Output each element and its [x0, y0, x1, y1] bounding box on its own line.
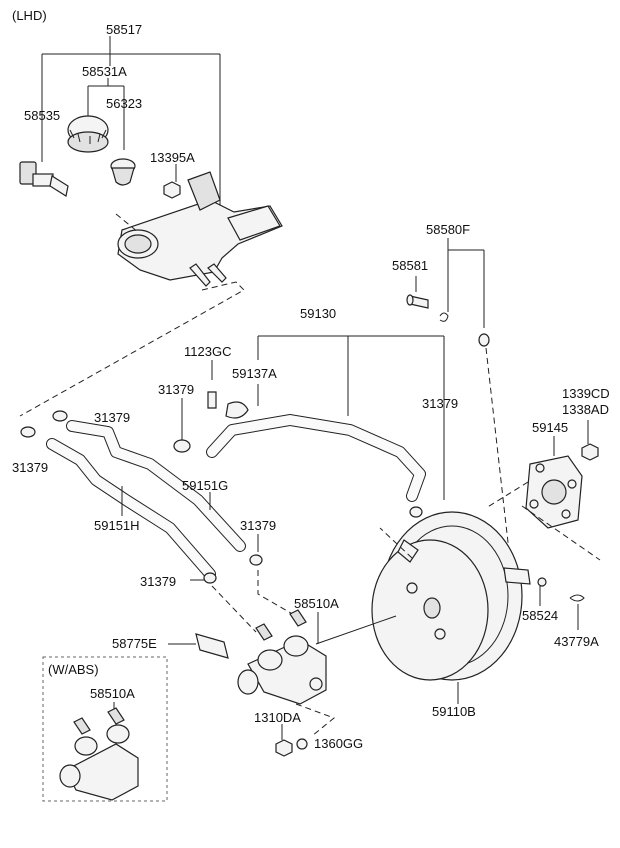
label-59110b: 59110B [432, 704, 476, 719]
reservoir-assembly [19, 36, 283, 417]
label-59151g: 59151G [182, 478, 228, 493]
label-1360gg: 1360GG [314, 736, 363, 751]
label-1338ad: 1338AD [562, 402, 609, 417]
label-43779a: 43779A [554, 634, 599, 649]
label-59151h: 59151H [94, 518, 140, 533]
label-58581: 58581 [392, 258, 428, 273]
label-58535: 58535 [24, 108, 60, 123]
label-1339cd: 1339CD [562, 386, 610, 401]
label-1123gc: 1123GC [184, 344, 231, 359]
clip-hose-g [249, 554, 263, 566]
washer [478, 333, 490, 347]
abs-inset [42, 656, 168, 802]
label-1310da: 1310DA [254, 710, 301, 725]
label-56323: 56323 [106, 96, 142, 111]
label-59145: 59145 [532, 420, 568, 435]
washer-1360gg [296, 738, 308, 750]
label-31379-b: 31379 [422, 396, 458, 411]
drive-side-label: (LHD) [12, 8, 47, 23]
nut-1310da [275, 739, 293, 757]
clip-hose-h [203, 572, 217, 584]
brake-hoses [20, 410, 297, 633]
hose-clamp-59137a [225, 401, 249, 419]
reservoir-cap [67, 115, 109, 153]
booster-gasket-area [485, 420, 601, 561]
label-58510a-abs: 58510A [90, 686, 135, 701]
label-58524: 58524 [522, 608, 558, 623]
nut-1339cd [581, 443, 599, 461]
reservoir-body [117, 171, 283, 287]
level-sensor [19, 161, 69, 197]
reservoir-strainer [110, 158, 136, 186]
pin-43779a [569, 594, 585, 602]
hose-clip-a [173, 439, 191, 453]
brake-booster [315, 511, 585, 704]
label-58510a: 58510A [294, 596, 339, 611]
reservoir-nut [163, 181, 181, 199]
label-31379-e: 31379 [240, 518, 276, 533]
clip-left [20, 426, 36, 438]
label-13395a: 13395A [150, 150, 195, 165]
label-58517: 58517 [106, 22, 142, 37]
label-58580f: 58580F [426, 222, 470, 237]
bolt-1123gc [207, 391, 217, 409]
label-31379-a: 31379 [158, 382, 194, 397]
label-58775e: 58775E [112, 636, 157, 651]
label-58531a: 58531A [82, 64, 127, 79]
vacuum-hose-assembly [173, 335, 445, 518]
clevis-assembly [406, 238, 511, 561]
valve-58775e [195, 633, 229, 659]
label-59130: 59130 [300, 306, 336, 321]
label-31379-c: 31379 [94, 410, 130, 425]
label-31379-d: 31379 [12, 460, 48, 475]
label-31379-f: 31379 [140, 574, 176, 589]
clip-left-top [52, 410, 68, 422]
clip [439, 312, 449, 322]
master-cylinder [168, 609, 335, 757]
abs-box-title: (W/ABS) [48, 662, 99, 677]
clip-58524 [537, 577, 547, 587]
label-59137a: 59137A [232, 366, 277, 381]
hose-clip-d [409, 506, 423, 518]
